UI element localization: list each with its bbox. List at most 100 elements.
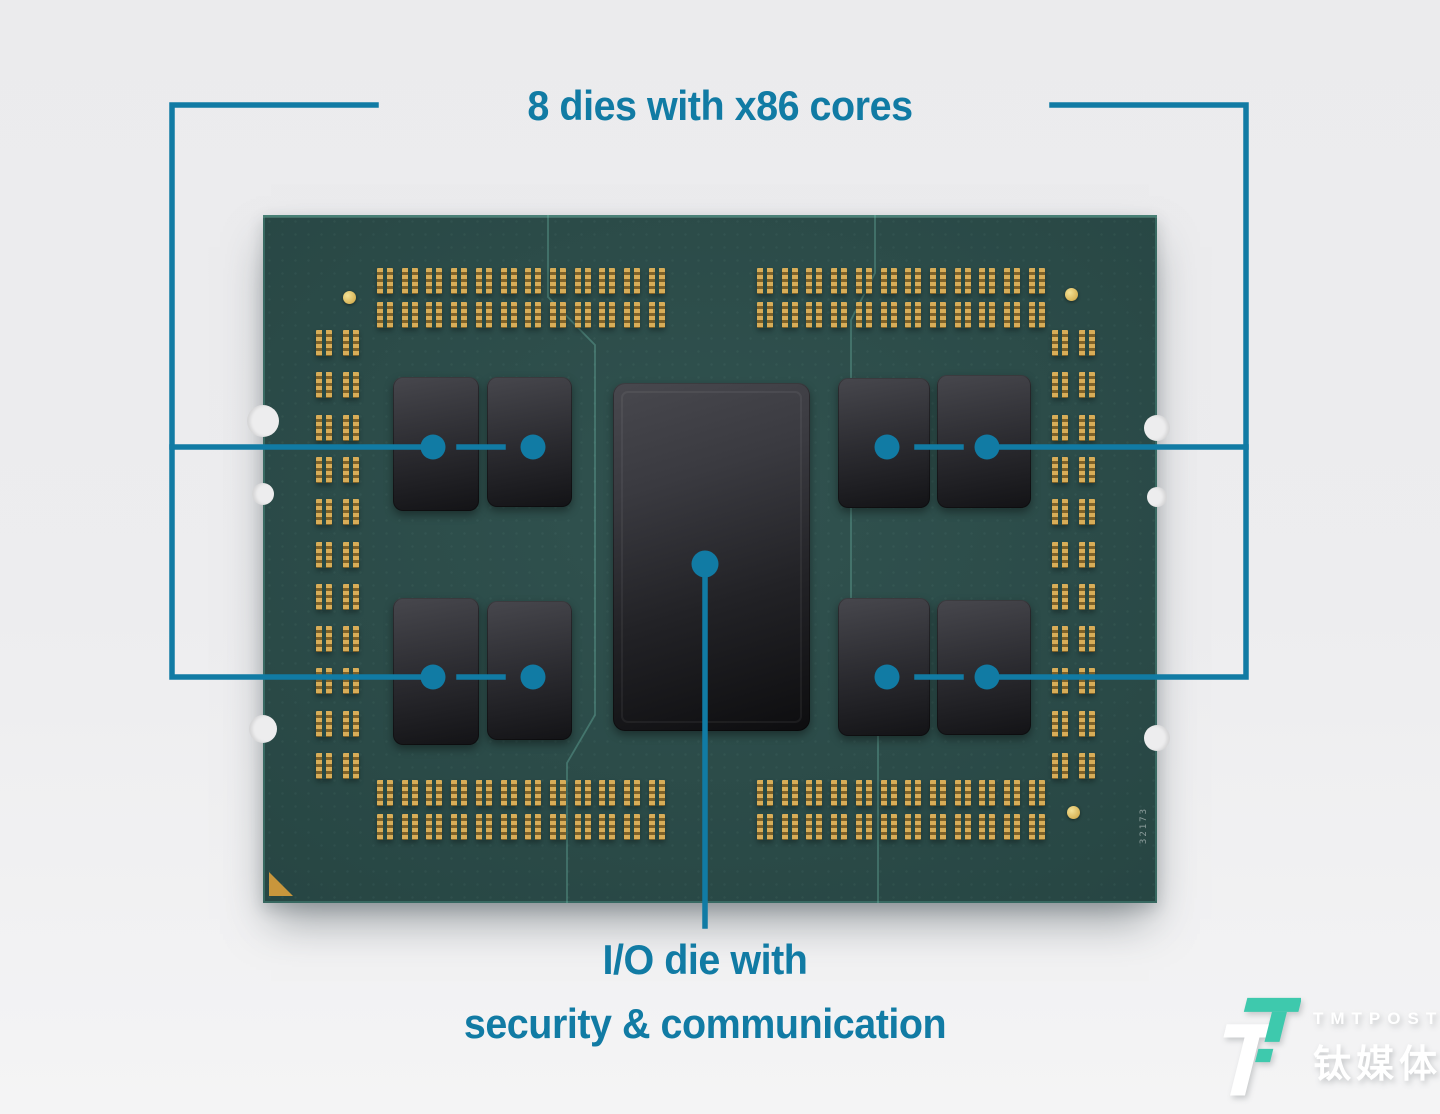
gold-pad [1052, 499, 1068, 526]
gold-pad [426, 814, 443, 840]
gold-pad [1052, 583, 1068, 610]
gold-pad [855, 268, 872, 294]
gold-pad [451, 814, 468, 840]
gold-pad [1079, 626, 1095, 653]
gold-pad [855, 780, 872, 806]
gold-pad [979, 302, 996, 328]
gold-pad [1052, 372, 1068, 399]
edge-notch [1147, 487, 1167, 507]
gold-pad [1004, 780, 1020, 806]
gold-pad [316, 753, 332, 779]
gold-pad [475, 302, 492, 328]
gold-pad [343, 414, 359, 441]
gold-pad [316, 372, 332, 399]
gold-pad [831, 780, 848, 806]
gold-pad [343, 710, 359, 737]
gold-pad [316, 668, 332, 695]
gold-pad [1079, 541, 1095, 568]
gold-pad [880, 814, 897, 840]
package-serial: 32173 [1139, 807, 1149, 845]
gold-pad [979, 268, 996, 294]
gold-pad [954, 268, 971, 294]
edge-notch [249, 715, 277, 743]
gold-pad [574, 302, 591, 328]
gold-pad [1052, 456, 1068, 483]
gold-dot [343, 291, 356, 304]
gold-pad [343, 541, 359, 568]
gold-pad [599, 814, 616, 840]
gold-pad [954, 814, 971, 840]
gold-pad [500, 814, 517, 840]
die-x86-1 [393, 377, 479, 511]
gold-pad [1004, 302, 1020, 328]
gold-pad [1052, 753, 1068, 779]
gold-pad [599, 302, 616, 328]
gold-pad [426, 780, 443, 806]
gold-pad [806, 268, 823, 294]
gold-pad [781, 302, 798, 328]
tmtpost-brand-text: TMTPOST [1313, 1008, 1440, 1028]
gold-pad [599, 780, 616, 806]
gold-pad [451, 780, 468, 806]
gold-pad [401, 302, 418, 328]
gold-pad [574, 780, 591, 806]
gold-pad [377, 302, 393, 328]
gold-pad [1004, 814, 1020, 840]
gold-pad [624, 302, 640, 328]
gold-pad [929, 780, 946, 806]
gold-pad [475, 780, 492, 806]
gold-pad [624, 814, 640, 840]
gold-pad [648, 814, 665, 840]
gold-pad [929, 268, 946, 294]
io-die-label: I/O die with security & communication [42, 928, 1367, 1056]
gold-pad [781, 814, 798, 840]
gold-pad [1028, 268, 1045, 294]
gold-pad [549, 302, 566, 328]
gold-pad [426, 302, 443, 328]
gold-pad [624, 268, 640, 294]
gold-pad [377, 814, 393, 840]
gold-pad [1028, 814, 1045, 840]
gold-pad [316, 330, 332, 356]
gold-pad [316, 626, 332, 653]
die-x86-4 [937, 375, 1031, 508]
tmtpost-brand-cn-text: 钛媒体 [1313, 1041, 1440, 1086]
gold-pad [343, 583, 359, 610]
pin1-triangle [269, 872, 293, 896]
gold-pad [549, 780, 566, 806]
gold-pad [316, 541, 332, 568]
gold-pad [377, 268, 393, 294]
gold-pad [781, 780, 798, 806]
gold-pad [1079, 583, 1095, 610]
gold-pad [401, 268, 418, 294]
gold-pad [574, 268, 591, 294]
gold-pad [525, 268, 542, 294]
gold-dot [1065, 288, 1078, 301]
edge-notch [1144, 415, 1170, 441]
gold-pad [905, 814, 922, 840]
gold-pad [525, 814, 542, 840]
gold-pad [451, 268, 468, 294]
gold-pad [1079, 753, 1095, 779]
gold-pad [1052, 626, 1068, 653]
gold-pad [648, 302, 665, 328]
io-die-label-line2: security & communication [463, 1000, 947, 1047]
gold-pad [624, 780, 640, 806]
gold-pad [316, 710, 332, 737]
gold-pad [316, 499, 332, 526]
gold-pad [343, 499, 359, 526]
die-x86-8 [937, 600, 1031, 735]
gold-pad [451, 302, 468, 328]
io-die-label-line1: I/O die with [602, 936, 808, 983]
gold-pad [316, 583, 332, 610]
gold-pad [343, 626, 359, 653]
gold-pad [343, 372, 359, 399]
gold-pad [343, 753, 359, 779]
gold-pad [855, 814, 872, 840]
gold-pad [905, 780, 922, 806]
die-x86-5 [393, 598, 479, 745]
gold-pad [549, 814, 566, 840]
gold-pad [316, 456, 332, 483]
gold-pad [979, 814, 996, 840]
